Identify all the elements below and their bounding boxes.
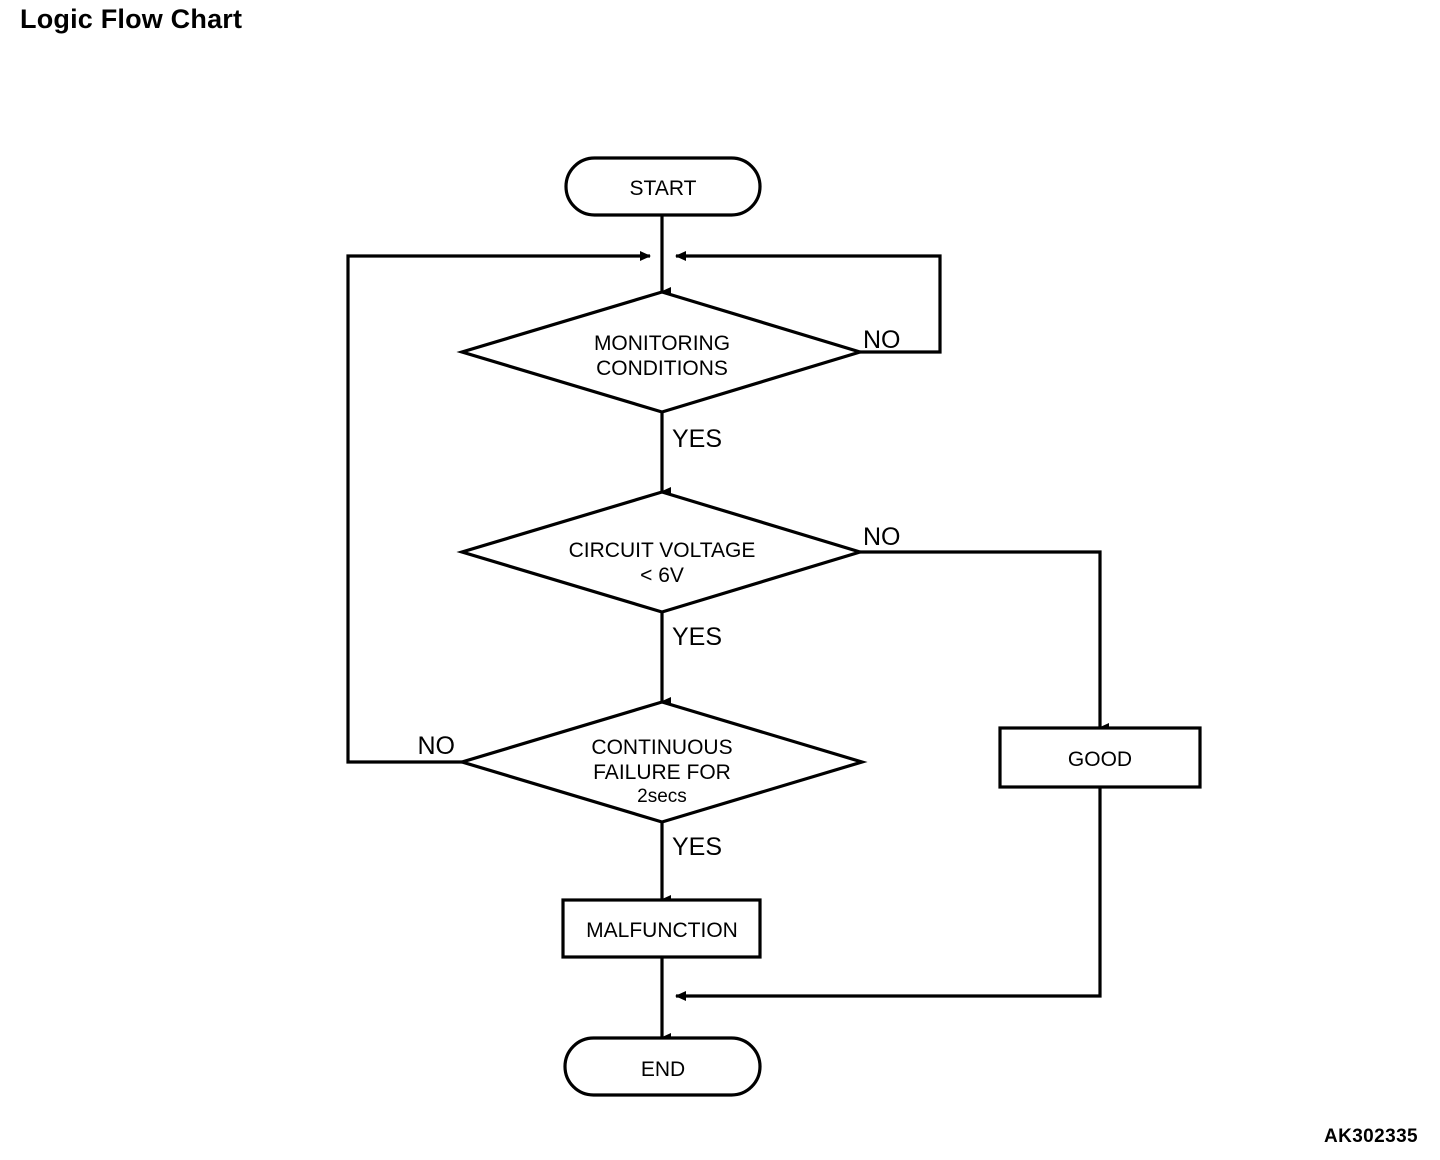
connector-monitoring-no-loopback bbox=[675, 251, 942, 354]
connector-failure-no-loopback bbox=[346, 251, 651, 764]
connector-voltage-no-to-good bbox=[860, 550, 1109, 733]
monitoring-conditions-shape bbox=[456, 290, 866, 414]
node-start[interactable]: START bbox=[564, 156, 762, 217]
end-label: END bbox=[641, 1058, 685, 1081]
good-shape bbox=[998, 726, 1202, 789]
monitoring-conditions-label-line1: MONITORING bbox=[594, 332, 730, 355]
edge-label-voltage-no: NO bbox=[863, 523, 901, 551]
node-monitoring-conditions[interactable]: MONITORING CONDITIONS bbox=[456, 290, 866, 414]
continuous-failure-label-line1: CONTINUOUS bbox=[591, 736, 732, 759]
good-label: GOOD bbox=[1068, 748, 1132, 771]
node-malfunction[interactable]: MALFUNCTION bbox=[561, 898, 762, 959]
circuit-voltage-label-line2: < 6V bbox=[640, 564, 684, 587]
edge-label-voltage-yes: YES bbox=[672, 623, 722, 651]
circuit-voltage-label-line1: CIRCUIT VOLTAGE bbox=[569, 539, 756, 562]
malfunction-label: MALFUNCTION bbox=[586, 919, 738, 942]
end-shape bbox=[563, 1036, 762, 1097]
start-label: START bbox=[630, 177, 697, 200]
continuous-failure-label-line3: 2secs bbox=[637, 786, 687, 807]
page-title: Logic Flow Chart bbox=[20, 4, 243, 34]
node-continuous-failure[interactable]: CONTINUOUS FAILURE FOR 2secs bbox=[456, 700, 868, 824]
node-good[interactable]: GOOD bbox=[998, 726, 1202, 789]
edge-label-monitoring-yes: YES bbox=[672, 425, 722, 453]
node-end[interactable]: END bbox=[563, 1036, 762, 1097]
edge-label-failure-yes: YES bbox=[672, 833, 722, 861]
monitoring-conditions-label-line2: CONDITIONS bbox=[596, 357, 728, 380]
continuous-failure-shape bbox=[456, 700, 868, 824]
edge-label-monitoring-no: NO bbox=[863, 326, 901, 354]
connector-good-to-end bbox=[675, 787, 1102, 1001]
continuous-failure-label-line2: FAILURE FOR bbox=[593, 761, 731, 784]
watermark: AK302335 bbox=[1323, 1126, 1418, 1147]
edge-label-failure-no: NO bbox=[418, 732, 456, 760]
start-shape bbox=[564, 156, 762, 217]
node-circuit-voltage[interactable]: CIRCUIT VOLTAGE < 6V bbox=[456, 490, 866, 614]
malfunction-shape bbox=[561, 898, 762, 959]
circuit-voltage-shape bbox=[456, 490, 866, 614]
